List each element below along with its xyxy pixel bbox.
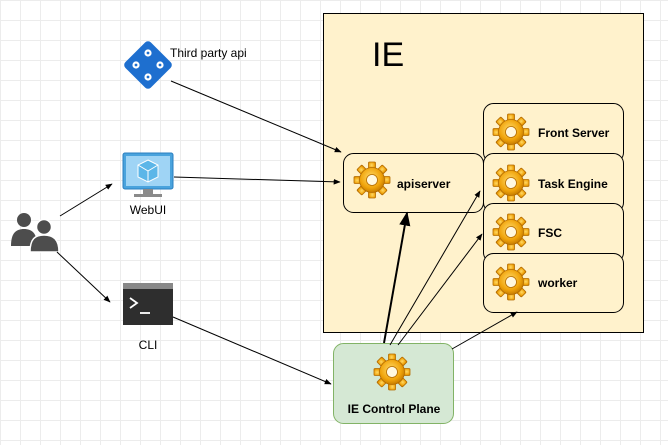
task-engine-label: Task Engine <box>538 177 608 191</box>
webui-label: WebUI <box>130 203 166 217</box>
gear-icon <box>492 113 530 151</box>
ie-container-title: IE <box>372 36 404 74</box>
control-plane-label: IE Control Plane <box>348 402 441 416</box>
gear-icon <box>492 164 530 202</box>
front-server-label: Front Server <box>538 126 610 140</box>
cli-label: CLI <box>139 338 158 352</box>
gear-icon <box>492 213 530 251</box>
connector-arrows <box>56 80 518 385</box>
worker-box[interactable] <box>483 253 624 313</box>
monitor-icon <box>122 152 174 197</box>
worker-label: worker <box>537 276 578 290</box>
apiserver-label: apiserver <box>397 177 451 191</box>
third-party-api-label: Third party api <box>170 46 247 60</box>
users-icon <box>11 213 60 253</box>
gear-icon <box>373 353 411 391</box>
gear-icon <box>353 161 391 199</box>
terminal-icon <box>123 283 173 325</box>
api-diamond-icon <box>124 41 172 89</box>
fsc-label: FSC <box>538 226 562 240</box>
gear-icon <box>492 263 530 301</box>
